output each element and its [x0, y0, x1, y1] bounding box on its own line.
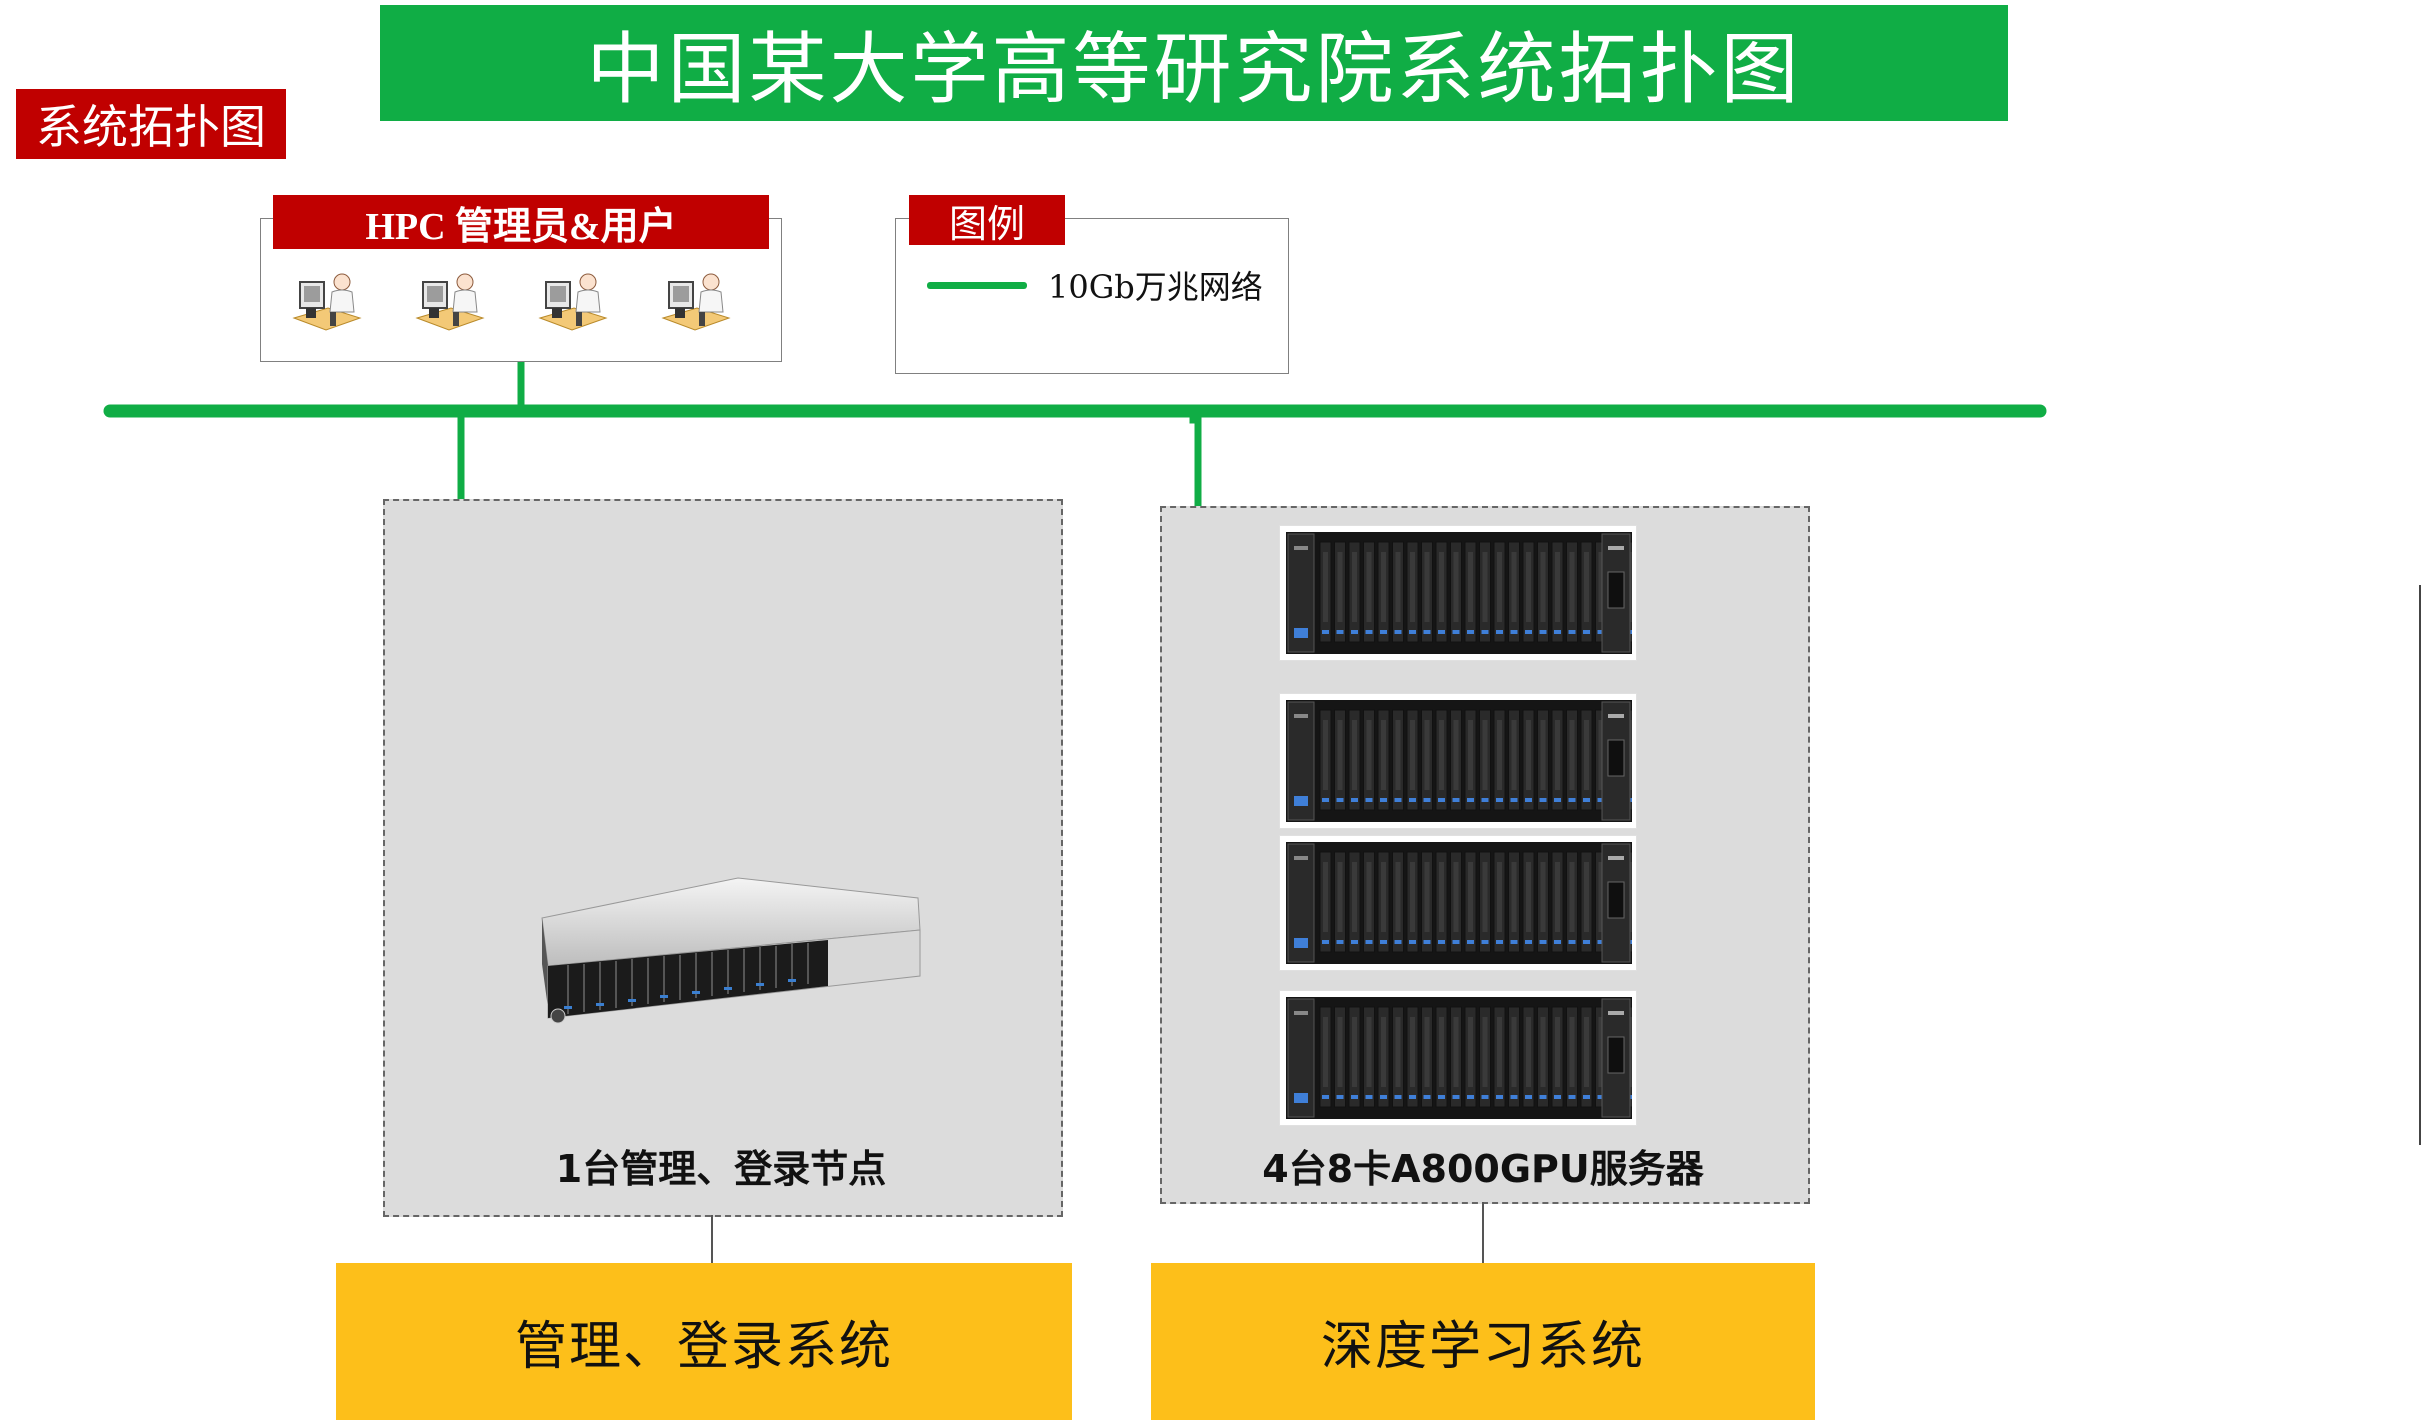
- users-icon-row: [290, 268, 750, 344]
- user-workstation-icon: [536, 268, 610, 338]
- legend-network-swatch: [927, 282, 1027, 289]
- users-panel-title: HPC 管理员&用户: [273, 195, 769, 249]
- edge-divider: [2419, 585, 2421, 1145]
- deep-learning-system-box: 深度学习系统: [1151, 1263, 1815, 1420]
- gpu-server-icon: [1279, 990, 1637, 1126]
- mgmt-login-system-box: 管理、登录系统: [336, 1263, 1072, 1420]
- gpu-server-icon: [1279, 525, 1637, 661]
- server-2u-icon: [528, 868, 928, 1062]
- section-tag: 系统拓扑图: [16, 89, 286, 159]
- user-workstation-icon: [413, 268, 487, 338]
- mgmt-node-caption: 1台管理、登录节点: [555, 1147, 887, 1191]
- mgmt-node-group: [383, 499, 1063, 1217]
- gpu-server-icon: [1279, 835, 1637, 971]
- gpu-server-caption: 4台8卡A800GPU服务器: [1262, 1147, 1704, 1191]
- diagram-title: 中国某大学高等研究院系统拓扑图: [380, 5, 2008, 121]
- mgmt-system-connector: [711, 1215, 713, 1263]
- user-workstation-icon: [290, 268, 364, 338]
- dl-system-connector: [1482, 1202, 1484, 1263]
- legend-network-label: 10Gb万兆网络: [1048, 268, 1263, 306]
- gpu-server-icon: [1279, 693, 1637, 829]
- legend-title: 图例: [909, 195, 1065, 246]
- user-workstation-icon: [659, 268, 733, 338]
